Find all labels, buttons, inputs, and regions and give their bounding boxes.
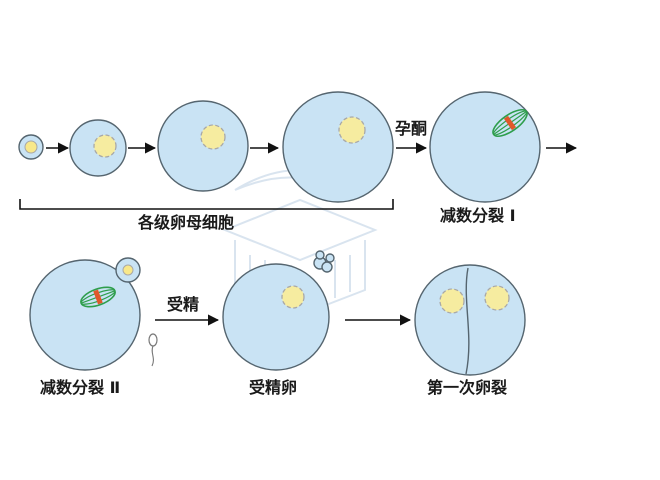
oocytes-bracket	[19, 199, 394, 210]
spindle-meiosis-one	[492, 108, 528, 138]
zygote-cell	[222, 250, 335, 371]
label-progesterone: 孕酮	[395, 119, 427, 138]
oocyte-stage-3	[157, 100, 249, 192]
label-fertilization: 受精	[167, 295, 199, 314]
label-meiosis-one: 减数分裂 Ⅰ	[440, 206, 516, 225]
polar-body-small	[321, 261, 333, 273]
oocyte-stage-1	[18, 134, 44, 160]
label-zygote: 受精卵	[249, 378, 297, 397]
polar-body-small	[315, 250, 325, 260]
oocyte-stage-4	[282, 91, 394, 203]
meiosis-one-cell	[429, 91, 541, 203]
chromosomes	[503, 115, 517, 131]
label-meiosis-two: 减数分裂 Ⅱ	[40, 378, 120, 397]
label-oocytes-group: 各级卵母细胞	[137, 213, 234, 232]
polar-body-small	[325, 253, 335, 263]
oocyte-stage-2	[69, 119, 127, 177]
cleavage-furrow	[465, 267, 470, 375]
meiosis-two-cell	[29, 257, 158, 371]
chromosomes	[93, 289, 103, 305]
sperm	[148, 333, 158, 367]
spindle-meiosis-two	[80, 286, 116, 308]
first-cleavage-cell	[414, 264, 526, 376]
label-first-cleavage: 第一次卵裂	[427, 378, 507, 397]
